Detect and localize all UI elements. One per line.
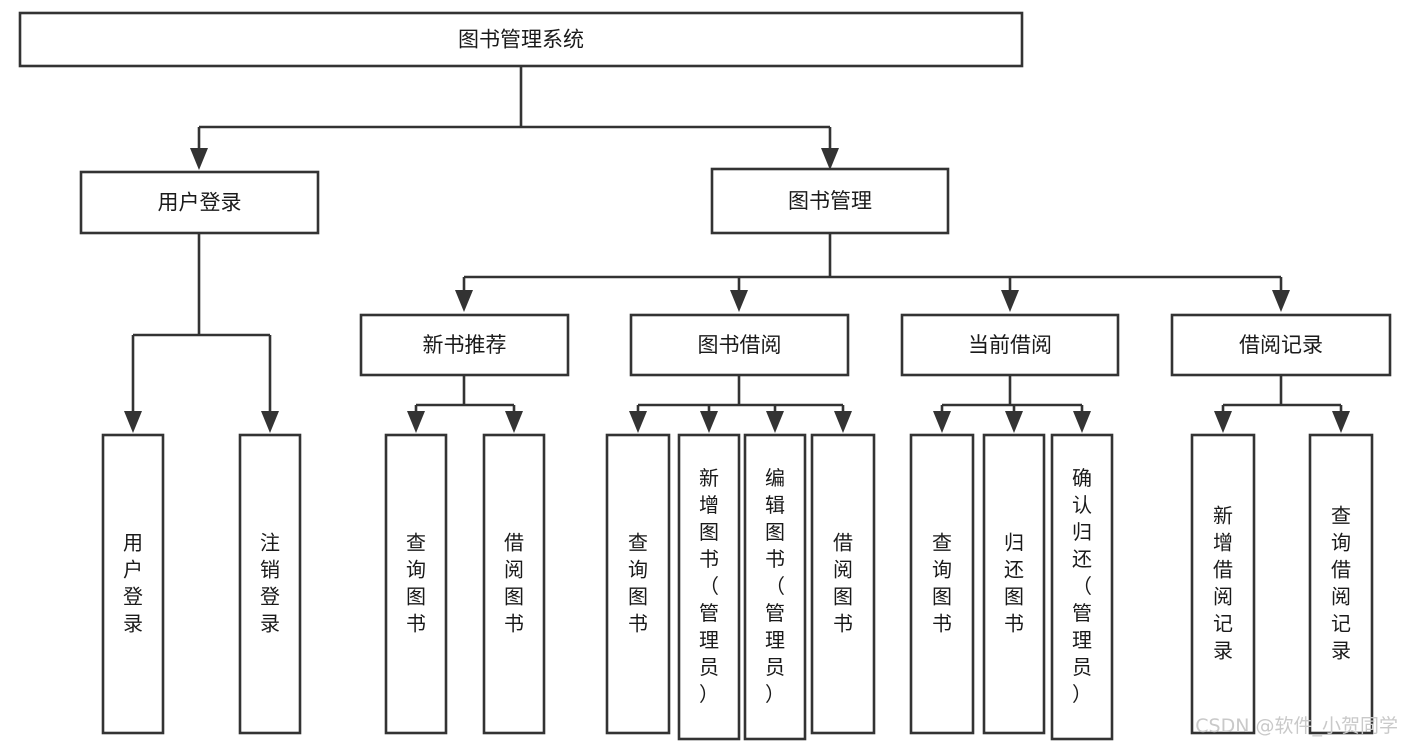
node-leaf-leaf-query-borrow-record[interactable]: 查询借阅记录: [1308, 433, 1374, 735]
arrow-head-icon: [1214, 411, 1232, 433]
node-root-root[interactable]: 图书管理系统: [18, 11, 1024, 68]
node-label: 用户登录: [158, 191, 242, 215]
node-level3-borrow-record[interactable]: 借阅记录: [1170, 313, 1392, 377]
node-label: 新增借阅记录: [1213, 503, 1233, 662]
nodes-layer: 图书管理系统用户登录图书管理新书推荐图书借阅当前借阅借阅记录用户登录注销登录查询…: [18, 11, 1392, 741]
arrow-head-icon: [821, 148, 839, 170]
connectors-layer: [124, 66, 1350, 433]
node-box[interactable]: [482, 433, 546, 735]
branch-borrow-to-leaves: [629, 375, 852, 433]
node-box[interactable]: [810, 433, 876, 735]
arrow-head-icon: [505, 411, 523, 433]
arrow-head-icon: [766, 411, 784, 433]
branch-recommend-to-leaves: [407, 375, 523, 433]
node-label: 用户登录: [123, 530, 143, 635]
node-leaf-leaf-borrow-book-borrow[interactable]: 借阅图书: [810, 433, 876, 735]
arrow-head-icon: [1001, 290, 1019, 312]
arrow-head-icon: [730, 290, 748, 312]
node-box[interactable]: [743, 433, 807, 741]
node-box[interactable]: [710, 167, 950, 235]
node-leaf-leaf-add-book-admin[interactable]: 新增图书（管理员）: [677, 433, 741, 741]
node-label: 借阅记录: [1239, 333, 1323, 357]
node-box[interactable]: [1190, 433, 1256, 735]
arrow-head-icon: [407, 411, 425, 433]
node-leaf-leaf-user-login[interactable]: 用户登录: [101, 433, 165, 735]
node-box[interactable]: [238, 433, 302, 735]
node-label: 查询借阅记录: [1331, 503, 1351, 662]
node-leaf-leaf-borrow-book-recommend[interactable]: 借阅图书: [482, 433, 546, 735]
node-label: 查询图书: [932, 530, 952, 635]
node-box[interactable]: [18, 11, 1024, 68]
arrow-head-icon: [834, 411, 852, 433]
node-leaf-leaf-query-book-recommend[interactable]: 查询图书: [384, 433, 448, 735]
node-box[interactable]: [1050, 433, 1114, 741]
node-box[interactable]: [677, 433, 741, 741]
node-box[interactable]: [1170, 313, 1392, 377]
arrow-head-icon: [1005, 411, 1023, 433]
node-leaf-leaf-edit-book-admin[interactable]: 编辑图书（管理员）: [743, 433, 807, 741]
node-leaf-leaf-logout-login[interactable]: 注销登录: [238, 433, 302, 735]
node-label: 图书管理系统: [458, 28, 584, 52]
node-leaf-leaf-confirm-return-admin[interactable]: 确认归还（管理员）: [1050, 433, 1114, 741]
branch-root-to-level2: [190, 66, 839, 170]
node-leaf-leaf-query-book-borrow[interactable]: 查询图书: [605, 433, 671, 735]
node-label: 图书管理: [788, 189, 872, 213]
node-label: 新增图书（管理员）: [699, 466, 719, 706]
arrow-head-icon: [700, 411, 718, 433]
node-box[interactable]: [79, 170, 320, 235]
node-label: 编辑图书（管理员）: [765, 466, 785, 706]
node-box[interactable]: [384, 433, 448, 735]
node-box[interactable]: [900, 313, 1120, 377]
branch-current-to-leaves: [933, 375, 1091, 433]
arrow-head-icon: [455, 290, 473, 312]
node-label: 查询图书: [406, 530, 426, 635]
arrow-head-icon: [1073, 411, 1091, 433]
node-label: 查询图书: [628, 530, 648, 635]
node-label: 借阅图书: [833, 530, 853, 635]
node-box[interactable]: [909, 433, 975, 735]
node-label: 当前借阅: [968, 333, 1052, 357]
arrow-head-icon: [261, 411, 279, 433]
node-box[interactable]: [1308, 433, 1374, 735]
branch-user-login-to-leaves: [124, 233, 279, 433]
node-label: 借阅图书: [504, 530, 524, 635]
node-box[interactable]: [982, 433, 1046, 735]
node-level3-current-borrow[interactable]: 当前借阅: [900, 313, 1120, 377]
arrow-head-icon: [124, 411, 142, 433]
node-level2-book-management[interactable]: 图书管理: [710, 167, 950, 235]
arrow-head-icon: [1332, 411, 1350, 433]
node-level3-new-book-recommend[interactable]: 新书推荐: [359, 313, 570, 377]
node-label: 归还图书: [1004, 530, 1024, 635]
watermark-text: CSDN @软件_小贺同学: [1195, 715, 1398, 737]
node-box[interactable]: [101, 433, 165, 735]
node-label: 图书借阅: [698, 333, 782, 357]
node-leaf-leaf-query-book-current[interactable]: 查询图书: [909, 433, 975, 735]
arrow-head-icon: [1272, 290, 1290, 312]
node-label: 确认归还（管理员）: [1072, 466, 1092, 706]
node-box[interactable]: [629, 313, 850, 377]
node-box[interactable]: [359, 313, 570, 377]
arrow-head-icon: [933, 411, 951, 433]
arrow-head-icon: [629, 411, 647, 433]
arrow-head-icon: [190, 148, 208, 170]
node-level3-book-borrow[interactable]: 图书借阅: [629, 313, 850, 377]
branch-record-to-leaves: [1214, 375, 1350, 433]
node-box[interactable]: [605, 433, 671, 735]
branch-book-management-to-level3: [455, 233, 1290, 312]
node-leaf-leaf-return-book[interactable]: 归还图书: [982, 433, 1046, 735]
node-leaf-leaf-add-borrow-record[interactable]: 新增借阅记录: [1190, 433, 1256, 735]
node-label: 注销登录: [260, 530, 280, 635]
node-label: 新书推荐: [423, 333, 507, 357]
node-level2-user-login[interactable]: 用户登录: [79, 170, 320, 235]
